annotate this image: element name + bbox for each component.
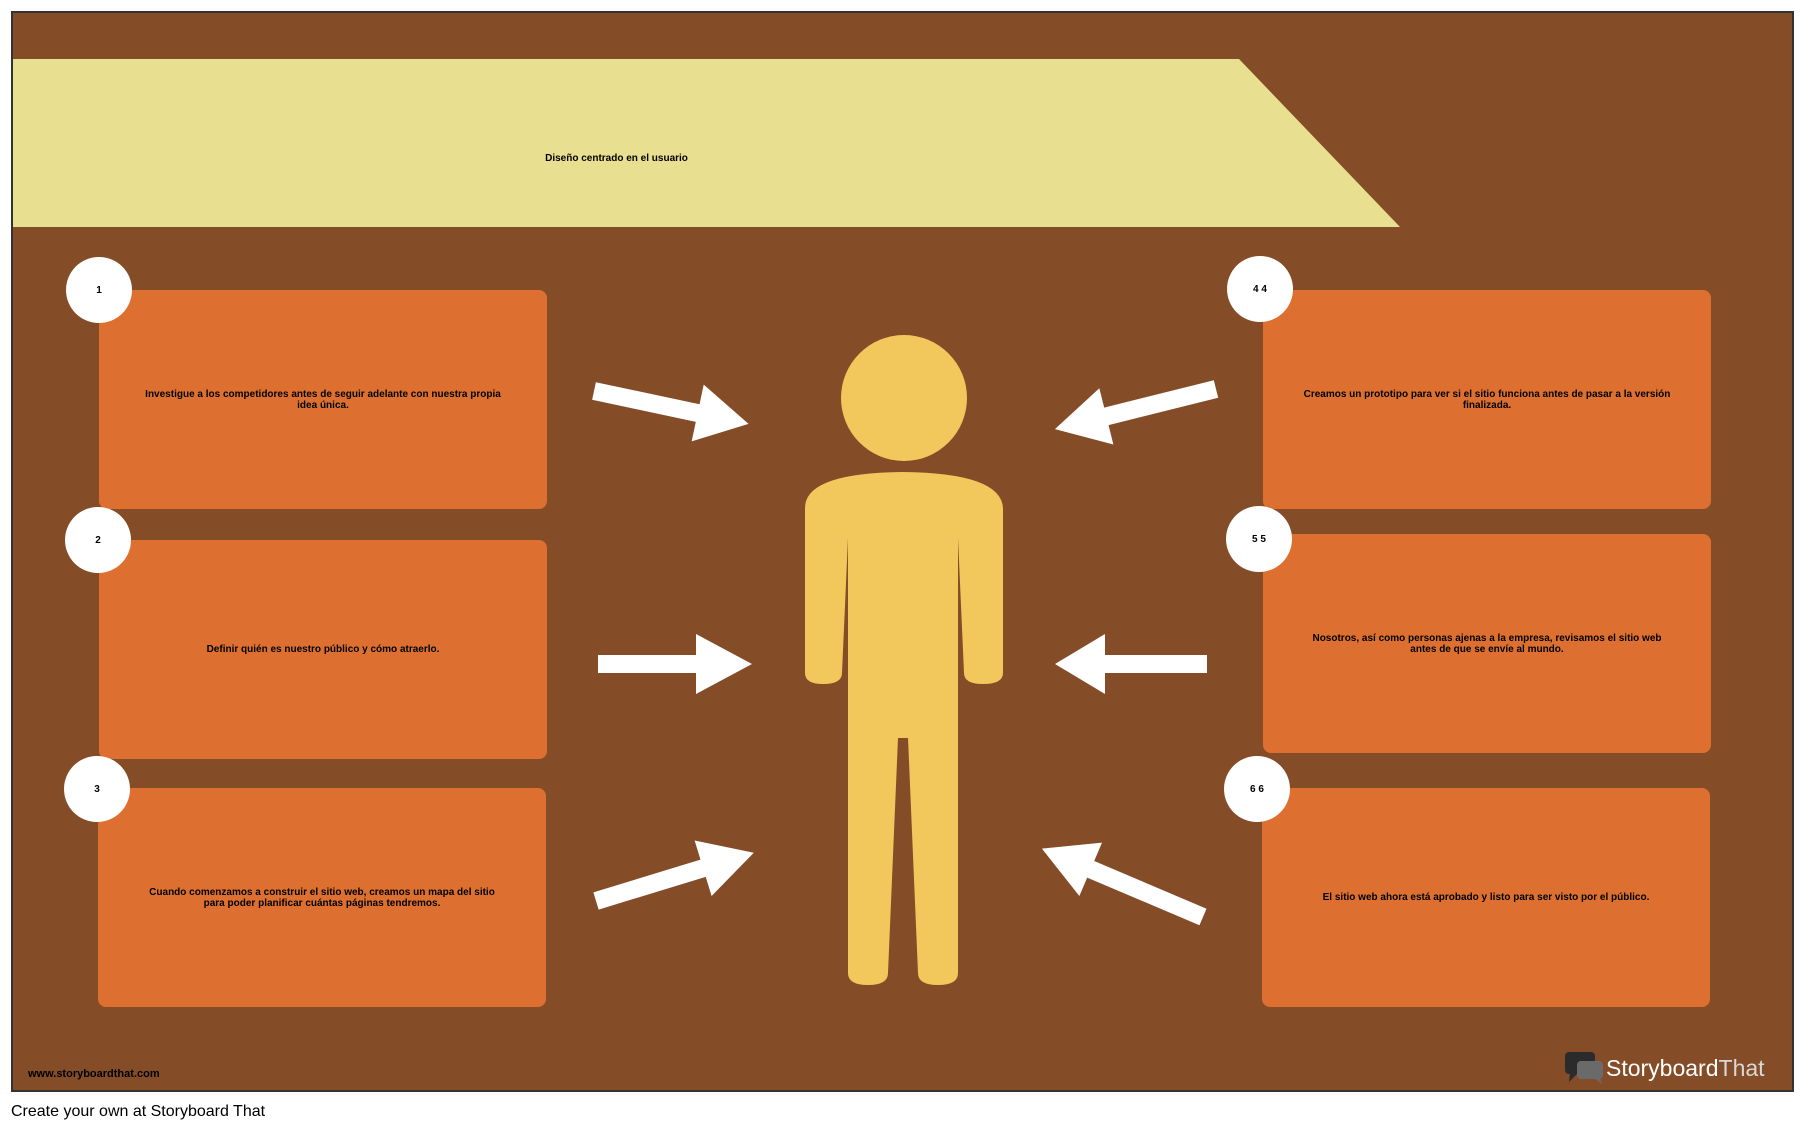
logo-text-storyboard: Storyboard <box>1606 1054 1719 1081</box>
step-card-6: El sitio web ahora está aprobado y listo… <box>1262 788 1710 1007</box>
step-6-text: El sitio web ahora está aprobado y listo… <box>1322 892 1650 903</box>
step-number-badge-6: 6 6 <box>1224 756 1290 822</box>
step-number-badge-3: 3 <box>64 756 130 822</box>
step-number-badge-1: 1 <box>66 257 132 323</box>
logo-text-that: That <box>1718 1054 1765 1081</box>
storyboard-canvas: Diseño centrado en el usuario Investigue… <box>11 11 1794 1092</box>
step-2-text: Definir quién es nuestro público y cómo … <box>206 644 440 655</box>
storyboardthat-logo: StoryboardThat <box>1564 1050 1765 1086</box>
banner-title: Diseño centrado en el usuario <box>545 153 688 164</box>
step-number-badge-4: 4 4 <box>1227 256 1293 322</box>
step-4-text: Creamos un prototipo para ver si el siti… <box>1303 388 1671 411</box>
title-banner-shape <box>13 59 1400 227</box>
step-number-badge-2: 2 <box>65 507 131 573</box>
speech-bubbles-icon <box>1565 1052 1603 1084</box>
step-card-4: Creamos un prototipo para ver si el siti… <box>1263 290 1711 509</box>
step-card-2: Definir quién es nuestro público y cómo … <box>99 540 547 759</box>
step-1-text: Investigue a los competidores antes de s… <box>145 388 501 411</box>
step-card-3: Cuando comenzamos a construir el sitio w… <box>98 788 546 1007</box>
watermark-url: www.storyboardthat.com <box>28 1068 160 1080</box>
step-card-5: Nosotros, así como personas ajenas a la … <box>1263 534 1711 753</box>
step-number-badge-5: 5 5 <box>1226 506 1292 572</box>
step-3-text: Cuando comenzamos a construir el sitio w… <box>149 886 495 909</box>
step-card-1: Investigue a los competidores antes de s… <box>99 290 547 509</box>
step-5-text: Nosotros, así como personas ajenas a la … <box>1312 632 1662 655</box>
footer-caption: Create your own at Storyboard That <box>11 1103 266 1120</box>
